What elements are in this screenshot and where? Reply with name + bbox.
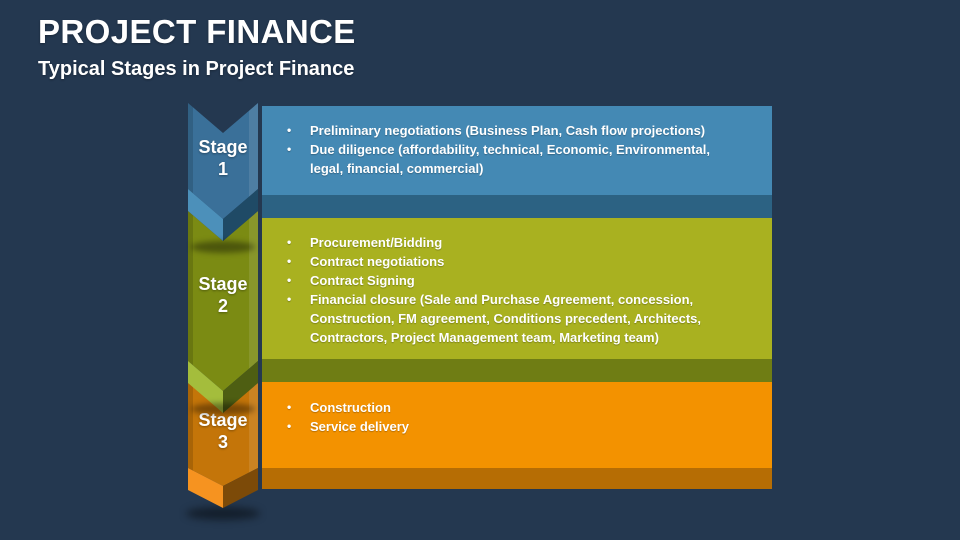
bullet-item: • Construction bbox=[262, 398, 732, 417]
stage-2-notch-shadow bbox=[191, 241, 255, 253]
stage-2-number: 2 bbox=[217, 296, 228, 316]
bullet-item: • Service delivery bbox=[262, 417, 732, 436]
stage-2-label: Stage 2 bbox=[188, 273, 258, 317]
stage-1-bullet-list: • Preliminary negotiations (Business Plan… bbox=[262, 106, 772, 178]
bullet-item: • Financial closure (Sale and Purchase Ag… bbox=[262, 290, 732, 347]
bullet-item: • Preliminary negotiations (Business Plan… bbox=[262, 121, 732, 140]
stage-1-box-shadow-band bbox=[262, 195, 772, 218]
stage-1-content-box: • Preliminary negotiations (Business Plan… bbox=[262, 106, 772, 195]
bullet-text: Contract Signing bbox=[310, 273, 415, 288]
bullet-text: Preliminary negotiations (Business Plan,… bbox=[310, 123, 706, 138]
stage-3-number: 3 bbox=[217, 432, 228, 452]
bullet-icon: • bbox=[287, 142, 292, 156]
bullet-item: • Contract Signing bbox=[262, 271, 732, 290]
bullet-text: Due diligence (affordability, technical,… bbox=[310, 142, 710, 176]
bullet-text: Construction bbox=[310, 400, 391, 415]
stage-2-content-box: • Procurement/Bidding • Contract negotiatio… bbox=[262, 218, 772, 359]
bullet-text: Service delivery bbox=[310, 419, 410, 434]
bullet-icon: • bbox=[287, 400, 292, 414]
bullet-icon: • bbox=[287, 235, 292, 249]
stage-2-bullet-list: • Procurement/Bidding • Contract negotiatio… bbox=[262, 218, 772, 347]
slide-title: PROJECT FINANCE bbox=[38, 13, 356, 50]
stage-3-bullet-list: • Construction • Service delivery bbox=[262, 382, 772, 436]
stage-2-box-shadow-band bbox=[262, 359, 772, 382]
bullet-icon: • bbox=[287, 273, 292, 287]
bullet-item: • Due diligence (affordability, technical… bbox=[262, 140, 732, 178]
stage-3-content-box: • Construction • Service delivery bbox=[262, 382, 772, 468]
bullet-icon: • bbox=[287, 419, 292, 433]
bullet-item: • Contract negotiations bbox=[262, 252, 732, 271]
bullet-text: Contract negotiations bbox=[310, 254, 445, 269]
bullet-text: Procurement/Bidding bbox=[310, 235, 443, 250]
bullet-item: • Procurement/Bidding bbox=[262, 233, 732, 252]
stage-3-notch-shadow bbox=[191, 403, 255, 415]
bullet-icon: • bbox=[287, 123, 292, 137]
stage-2-label-text: Stage bbox=[198, 274, 248, 294]
stage-1-label: Stage 1 bbox=[188, 136, 258, 180]
stage-2-chevron-arrow: Stage 2 bbox=[188, 211, 258, 391]
stage-1-label-text: Stage bbox=[198, 137, 248, 157]
bullet-icon: • bbox=[287, 254, 292, 268]
stage-3-box-shadow-band bbox=[262, 468, 772, 489]
stage-3-label: Stage 3 bbox=[188, 409, 258, 453]
bullet-icon: • bbox=[287, 292, 292, 306]
slide-subtitle: Typical Stages in Project Finance bbox=[38, 58, 355, 80]
stage-3-ground-shadow bbox=[186, 507, 260, 520]
stage-1-number: 1 bbox=[217, 159, 228, 179]
bullet-text: Financial closure (Sale and Purchase Agr… bbox=[310, 292, 702, 345]
stage-3-label-text: Stage bbox=[198, 410, 248, 430]
